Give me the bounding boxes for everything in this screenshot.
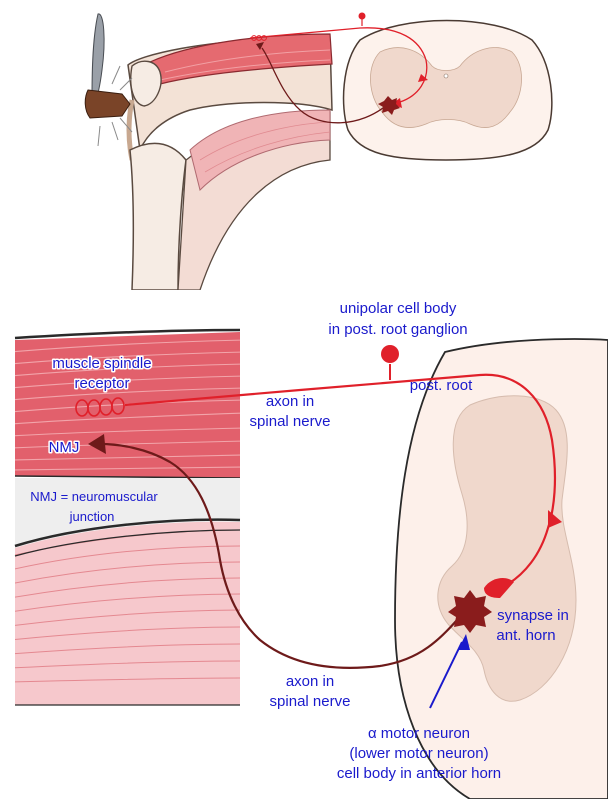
unipolar-label-line2: in post. root ganglion	[328, 321, 467, 338]
nmj-terminal-icon	[88, 434, 106, 454]
reflex-hammer-handle-icon	[91, 13, 105, 101]
spinal-cord-small-icon	[342, 19, 553, 161]
calf-muscle-icon	[189, 109, 331, 191]
shin-bone	[129, 142, 187, 290]
muscle-spindle-receptor-icon	[75, 397, 125, 417]
axon-bottom-label-line2: spinal nerve	[270, 693, 351, 710]
motor-axon	[99, 442, 465, 669]
axon-top-label-line1: axon in	[266, 393, 314, 410]
tendon-gap	[15, 478, 240, 548]
knee-jerk-illustration	[84, 12, 553, 290]
nmj-label: NMJ	[49, 439, 80, 456]
reflex-hammer-head-icon	[84, 89, 131, 119]
motor-neuron-label-line3: cell body in anterior horn	[337, 765, 501, 782]
axon-top-label-line2: spinal nerve	[250, 413, 331, 430]
alpha-motor-neuron-icon	[448, 590, 492, 633]
post-root-label: post. root	[410, 377, 473, 394]
unipolar-cell-body-icon	[381, 345, 399, 363]
synapse-terminal-icon	[484, 578, 514, 598]
motor-neuron-label-line2: (lower motor neuron)	[349, 745, 488, 762]
motor-neuron-small-icon	[378, 96, 400, 115]
sensory-axon	[124, 373, 557, 585]
impact-lines-icon	[97, 65, 133, 147]
muscle-spindle-label-line1: muscle spindle	[52, 355, 151, 372]
sensory-collateral-terminal-icon	[548, 510, 562, 528]
sensory-axon-small	[249, 27, 428, 103]
axon-bottom-label-line1: axon in	[286, 673, 334, 690]
synapse-label-line1: synapse in	[497, 607, 569, 624]
nmj-definition-line2: junction	[69, 509, 115, 524]
pointer-arrow-icon	[429, 634, 470, 709]
labels: unipolar cell body in post. root ganglio…	[30, 300, 569, 782]
muscle-spindle-label-line2: receptor	[74, 375, 129, 392]
nmj-definition-line1: NMJ = neuromuscular	[30, 489, 158, 504]
quadriceps-muscle-icon	[149, 33, 333, 85]
ganglion-cell-small-icon	[358, 12, 366, 20]
motor-neuron-label-line1: α motor neuron	[368, 725, 470, 742]
synapse-label-line2: ant. horn	[496, 627, 555, 644]
reflex-arc-detail	[14, 328, 608, 799]
patella-icon	[130, 60, 162, 107]
motor-axon-small	[261, 47, 389, 124]
unipolar-label-line1: unipolar cell body	[340, 300, 457, 317]
muscle-lower-icon	[14, 518, 241, 706]
